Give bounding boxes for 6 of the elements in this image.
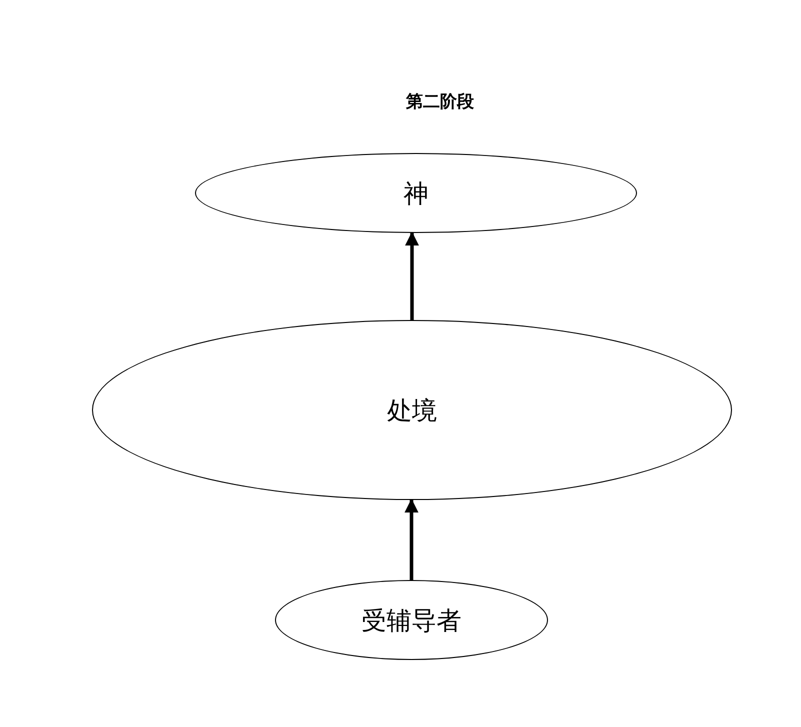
arrow — [405, 232, 419, 320]
node-label: 神 — [404, 178, 428, 210]
node-label: 处境 — [387, 394, 437, 426]
diagram-title: 第二阶段 — [405, 91, 475, 113]
node-label: 受辅导者 — [362, 604, 462, 636]
arrow — [404, 498, 418, 580]
